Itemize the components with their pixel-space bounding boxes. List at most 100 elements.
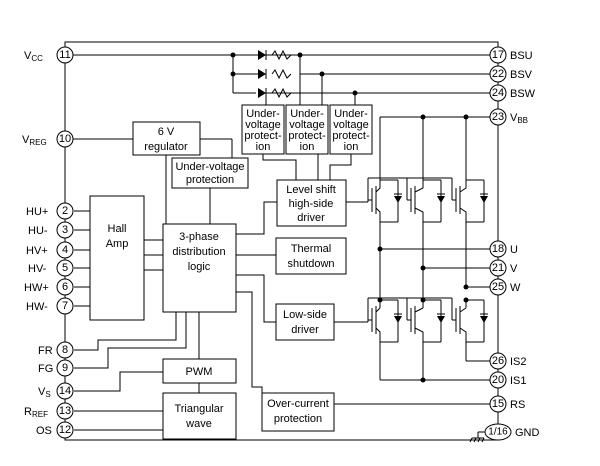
pwm-label: PWM — [186, 366, 213, 378]
svg-text:3: 3 — [62, 224, 68, 236]
svg-text:OS: OS — [36, 425, 52, 437]
svg-text:4: 4 — [62, 244, 68, 256]
thermal-l2: shutdown — [287, 258, 334, 270]
diode-resistor-row-2 — [256, 68, 292, 80]
power-stage — [367, 114, 498, 383]
dist-l2: distribution — [172, 246, 225, 258]
svg-text:RS: RS — [510, 399, 525, 411]
pin-is1: 20 IS1 — [489, 371, 527, 389]
pin-vs: 14 VS — [38, 382, 74, 400]
pin-os: 12 OS — [36, 421, 74, 439]
svg-text:VS: VS — [38, 386, 51, 399]
uv-small-boxes: Under- voltage protect- ion Under- volta… — [241, 104, 373, 180]
diode-resistor-row-1 — [246, 49, 292, 61]
dist-l1: 3-phase — [179, 231, 219, 243]
svg-text:BSV: BSV — [510, 69, 533, 81]
pin-w: 25 W — [489, 278, 521, 296]
svg-text:18: 18 — [492, 243, 504, 255]
uv-box-v — [285, 104, 329, 155]
uv-small-l4: ion — [344, 141, 359, 153]
svg-text:HW-: HW- — [26, 301, 48, 313]
svg-text:24: 24 — [492, 87, 504, 99]
pin-hv-minus: 5 HV- — [28, 259, 74, 277]
svg-text:1/16: 1/16 — [488, 427, 508, 438]
svg-text:11: 11 — [59, 49, 70, 61]
ground-icon — [469, 431, 485, 443]
tri-l1: Triangular — [174, 403, 223, 415]
uv-small-l4: ion — [256, 141, 271, 153]
uv-small-l2: voltage — [289, 119, 324, 131]
level-l1: Level shift — [286, 184, 336, 196]
svg-text:HU+: HU+ — [26, 206, 48, 218]
pin-vcc: 11 VCC — [24, 46, 74, 64]
pin-gnd: 1/16 GND — [484, 423, 540, 441]
uv-small-l1: Under- — [290, 108, 324, 120]
svg-text:HU-: HU- — [28, 225, 48, 237]
svg-text:15: 15 — [492, 398, 504, 410]
uv-small-l3: protect- — [244, 130, 282, 142]
regulator-l2: regulator — [144, 141, 188, 153]
bootstrap-lines — [65, 52, 498, 105]
hall-l2: Amp — [106, 238, 129, 250]
svg-text:VBB: VBB — [510, 112, 528, 125]
svg-text:V: V — [510, 263, 518, 275]
low-side-block — [275, 303, 335, 341]
overcurrent-block — [261, 392, 335, 432]
uv-small-l2: voltage — [333, 119, 368, 131]
svg-text:26: 26 — [492, 355, 504, 367]
uv-main-l1: Under-voltage — [175, 161, 244, 173]
svg-text:IS2: IS2 — [510, 356, 527, 368]
pin-hu-minus: 3 HU- — [28, 221, 74, 239]
svg-text:17: 17 — [492, 49, 504, 61]
pin-bsv: 22 BSV — [489, 65, 533, 83]
uv-main-block — [171, 157, 249, 189]
uv-small-l3: protect- — [332, 130, 370, 142]
svg-text:HV+: HV+ — [26, 245, 48, 257]
pin-bsw: 24 BSW — [489, 84, 536, 102]
pin-vbb: 23 VBB — [489, 108, 528, 126]
pin-hw-plus: 6 HW+ — [24, 278, 74, 296]
svg-text:HV-: HV- — [28, 263, 47, 275]
svg-text:7: 7 — [62, 300, 68, 312]
pin-v: 21 V — [489, 259, 518, 277]
diode-resistor-row-3 — [258, 87, 292, 99]
pin-hw-minus: 7 HW- — [26, 297, 74, 315]
svg-text:FR: FR — [38, 345, 53, 357]
svg-text:9: 9 — [62, 362, 68, 374]
low-l2: driver — [291, 324, 319, 336]
uv-small-l1: Under- — [246, 108, 280, 120]
oc-l2: protection — [274, 413, 322, 425]
svg-text:FG: FG — [38, 363, 53, 375]
svg-text:HW+: HW+ — [24, 282, 49, 294]
uv-small-l2: voltage — [245, 119, 280, 131]
svg-text:VCC: VCC — [24, 50, 43, 63]
svg-text:23: 23 — [492, 111, 504, 123]
svg-text:12: 12 — [59, 424, 71, 436]
pin-vreg: 10 VREG — [22, 130, 74, 148]
pin-bsu: 17 BSU — [489, 46, 533, 64]
dist-l3: logic — [188, 261, 211, 273]
svg-text:U: U — [510, 244, 518, 256]
regulator-block — [132, 121, 201, 156]
svg-text:W: W — [510, 282, 521, 294]
oc-l1: Over-current — [267, 398, 329, 410]
svg-text:22: 22 — [492, 68, 504, 80]
uv-small-l3: protect- — [288, 130, 326, 142]
pin-u: 18 U — [489, 240, 518, 258]
uv-box-w — [329, 104, 373, 155]
svg-text:BSU: BSU — [510, 50, 533, 62]
right-pins: 17 BSU 22 BSV 24 BSW 23 VBB 18 U 21 V — [484, 46, 540, 441]
triangular-block — [162, 392, 237, 440]
tri-l2: wave — [185, 418, 212, 430]
level-shift-block — [276, 179, 347, 227]
svg-text:2: 2 — [62, 205, 68, 217]
svg-text:21: 21 — [492, 262, 504, 274]
svg-text:14: 14 — [59, 385, 71, 397]
uv-box-u — [241, 104, 285, 155]
pin-fr: 8 FR — [38, 341, 74, 359]
svg-text:RREF: RREF — [24, 406, 48, 419]
pin-hv-plus: 4 HV+ — [26, 241, 74, 259]
low-l1: Low-side — [283, 309, 327, 321]
svg-text:8: 8 — [62, 344, 68, 356]
